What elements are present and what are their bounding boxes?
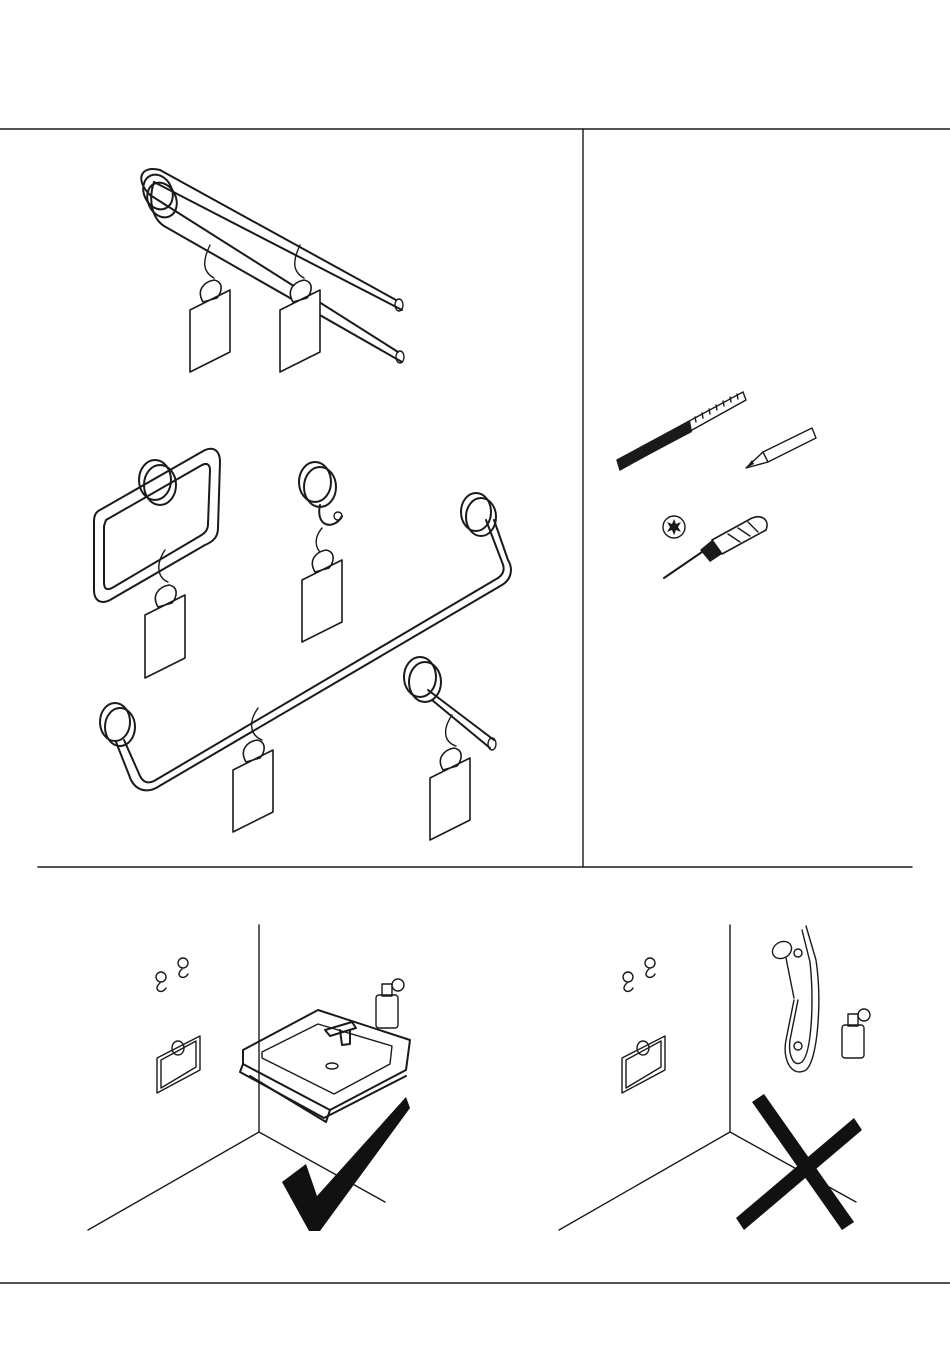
towel-ring-icon — [94, 449, 220, 678]
single-arm-towel-holder-icon — [404, 657, 496, 840]
washbasin-icon — [240, 1010, 410, 1122]
double-towel-rail-icon — [138, 169, 404, 372]
soap-dispenser-icon — [376, 979, 404, 1028]
towel-ring-icon — [622, 1036, 665, 1093]
towel-ring-icon — [157, 1036, 200, 1093]
panel-dividers — [0, 129, 950, 1283]
correct-placement-scene — [88, 925, 410, 1231]
products-panel — [94, 169, 511, 840]
tools-panel — [617, 392, 816, 578]
cross-icon — [736, 1094, 862, 1230]
pencil-icon — [746, 428, 816, 468]
robe-hook-icon — [156, 958, 188, 991]
ruler-icon — [617, 392, 746, 470]
soap-dispenser-icon — [842, 1009, 870, 1058]
shower-head-icon — [769, 926, 818, 1072]
incorrect-placement-scene — [559, 925, 870, 1230]
checkmark-icon — [282, 1097, 410, 1231]
robe-hook-icon — [623, 958, 655, 991]
robe-hook-icon — [299, 462, 342, 642]
torx-bit-icon — [663, 516, 685, 538]
